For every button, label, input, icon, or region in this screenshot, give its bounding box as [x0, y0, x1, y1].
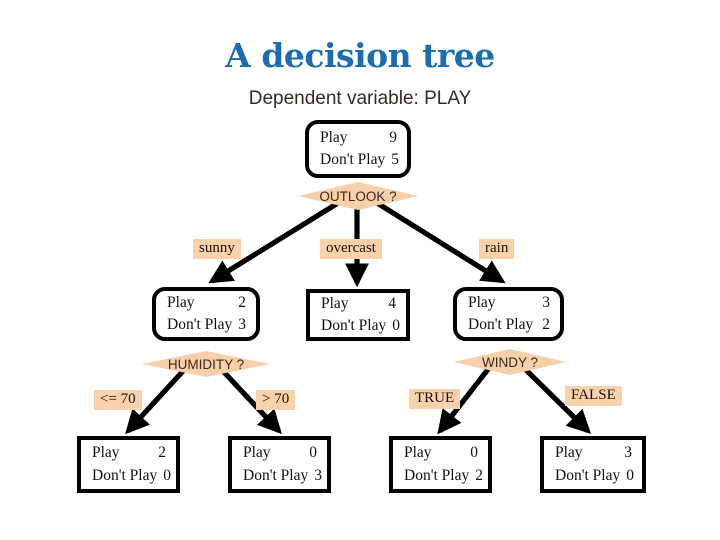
node-overcast-dont-row: Don't Play 0 — [310, 315, 406, 337]
node-rain-dont-value: 2 — [542, 316, 550, 333]
node-windy-true-dont-label: Don't Play — [404, 466, 470, 484]
node-overcast-play-row: Play 4 — [310, 293, 406, 315]
edge-label-rain: rain — [479, 239, 515, 259]
node-humidity-le70-dont-label: Don't Play — [92, 466, 158, 484]
node-windy-true[interactable]: Play 0 Don't Play 2 — [389, 436, 492, 493]
node-windy-true-play-label: Play — [404, 444, 432, 462]
node-root-dont-row: Don't Play 5 — [309, 149, 407, 171]
edge-label-windy-false: FALSE — [565, 386, 622, 406]
node-windy-false[interactable]: Play 3 Don't Play 0 — [540, 436, 646, 493]
node-root-play-value: 9 — [389, 128, 397, 146]
node-rain[interactable]: Play 3 Don't Play 2 — [453, 287, 564, 341]
edge-windy-false — [522, 366, 592, 435]
page-title: A decision tree — [225, 36, 495, 75]
edge-outlook-rain — [375, 200, 506, 284]
node-windy-true-play-row: Play 0 — [393, 442, 488, 464]
edge-label-overcast: overcast — [320, 239, 382, 259]
decision-humidity-label: HUMIDITY ? — [167, 356, 245, 372]
node-root-play-row: Play 9 — [309, 127, 407, 149]
node-humidity-le70[interactable]: Play 2 Don't Play 0 — [77, 436, 180, 493]
node-sunny[interactable]: Play 2 Don't Play 3 — [152, 287, 260, 341]
node-root[interactable]: Play 9 Don't Play 5 — [305, 120, 411, 178]
decision-outlook-label: OUTLOOK ? — [319, 188, 397, 204]
decision-outlook[interactable]: OUTLOOK ? — [298, 182, 418, 210]
node-root-play-label: Play — [320, 128, 348, 146]
node-sunny-dont-row: Don't Play 3 — [156, 314, 256, 336]
node-overcast-play-label: Play — [321, 294, 349, 312]
node-overcast-play-value: 4 — [388, 294, 396, 312]
node-rain-dont-label: Don't Play — [468, 316, 534, 333]
node-humidity-gt70-play-label: Play — [243, 444, 271, 462]
node-windy-true-dont-value: 2 — [475, 466, 483, 484]
edge-outlook-sunny — [208, 200, 340, 284]
decision-windy-label: WINDY ? — [481, 354, 538, 370]
node-rain-play-row: Play 3 — [457, 292, 560, 314]
node-humidity-gt70-play-value: 0 — [309, 444, 317, 462]
node-humidity-le70-play-label: Play — [92, 444, 120, 462]
node-windy-true-play-value: 0 — [470, 444, 478, 462]
node-humidity-gt70[interactable]: Play 0 Don't Play 3 — [228, 436, 331, 493]
node-overcast-dont-label: Don't Play — [321, 317, 387, 334]
decision-humidity[interactable]: HUMIDITY ? — [142, 351, 270, 377]
node-windy-false-dont-row: Don't Play 0 — [544, 465, 642, 487]
node-rain-dont-row: Don't Play 2 — [457, 314, 560, 336]
node-overcast[interactable]: Play 4 Don't Play 0 — [306, 289, 410, 341]
node-humidity-gt70-play-row: Play 0 — [232, 442, 327, 464]
node-sunny-play-value: 2 — [238, 293, 246, 311]
node-rain-play-label: Play — [468, 293, 496, 311]
node-humidity-le70-play-value: 2 — [158, 444, 166, 462]
node-sunny-dont-label: Don't Play — [167, 316, 233, 333]
node-windy-true-dont-row: Don't Play 2 — [393, 465, 488, 487]
node-rain-play-value: 3 — [542, 293, 550, 311]
edge-label-humidity-le70: <= 70 — [94, 390, 142, 410]
page-subtitle: Dependent variable: PLAY — [248, 88, 472, 109]
node-sunny-play-label: Play — [167, 293, 195, 311]
node-sunny-dont-value: 3 — [238, 316, 246, 333]
node-windy-false-dont-label: Don't Play — [555, 466, 621, 484]
edge-humidity-le70 — [125, 368, 186, 435]
node-windy-false-play-value: 3 — [624, 444, 632, 462]
node-sunny-play-row: Play 2 — [156, 292, 256, 314]
node-root-dont-value: 5 — [391, 151, 399, 168]
node-overcast-dont-value: 0 — [392, 317, 400, 334]
node-humidity-le70-play-row: Play 2 — [81, 442, 176, 464]
edge-label-humidity-gt70: > 70 — [256, 390, 296, 410]
node-humidity-gt70-dont-row: Don't Play 3 — [232, 465, 327, 487]
edge-humidity-gt70 — [220, 368, 282, 435]
node-windy-false-play-row: Play 3 — [544, 442, 642, 464]
decision-windy[interactable]: WINDY ? — [454, 349, 566, 375]
node-humidity-gt70-dont-label: Don't Play — [243, 466, 309, 484]
node-humidity-le70-dont-value: 0 — [163, 466, 171, 484]
edge-label-windy-true: TRUE — [409, 389, 461, 409]
edge-windy-true — [437, 366, 492, 435]
node-humidity-le70-dont-row: Don't Play 0 — [81, 465, 176, 487]
node-windy-false-dont-value: 0 — [626, 466, 634, 484]
node-windy-false-play-label: Play — [555, 444, 583, 462]
node-humidity-gt70-dont-value: 3 — [314, 466, 322, 484]
edge-label-sunny: sunny — [193, 239, 241, 259]
node-root-dont-label: Don't Play — [320, 151, 386, 168]
